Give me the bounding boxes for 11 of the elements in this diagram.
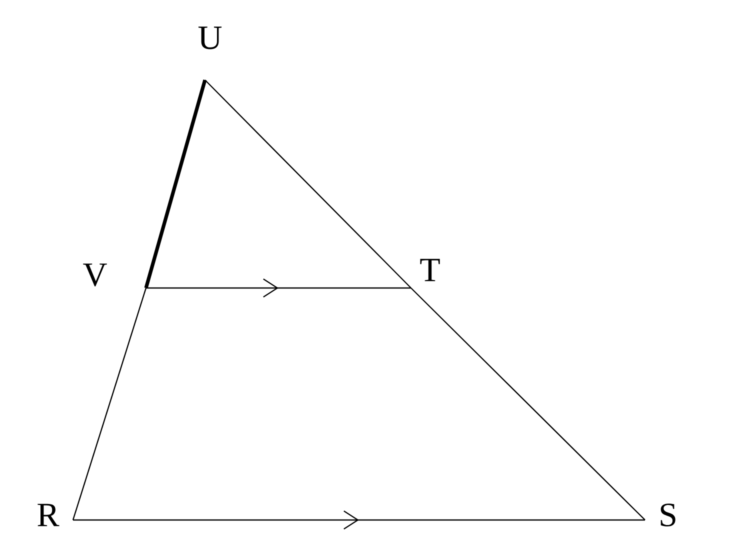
vertex-label: S: [660, 504, 676, 526]
triangle-side: [204, 80, 412, 288]
triangle-side: [73, 510, 645, 530]
triangle-side: [72, 288, 147, 520]
vertex-label: T: [420, 258, 440, 282]
vertex-label: R: [38, 504, 60, 526]
triangle-side: [146, 278, 411, 298]
vertex-label: U: [198, 26, 222, 50]
triangle-side: [410, 288, 646, 520]
triangle-side: [144, 80, 207, 288]
vertex-label: V: [83, 264, 107, 286]
